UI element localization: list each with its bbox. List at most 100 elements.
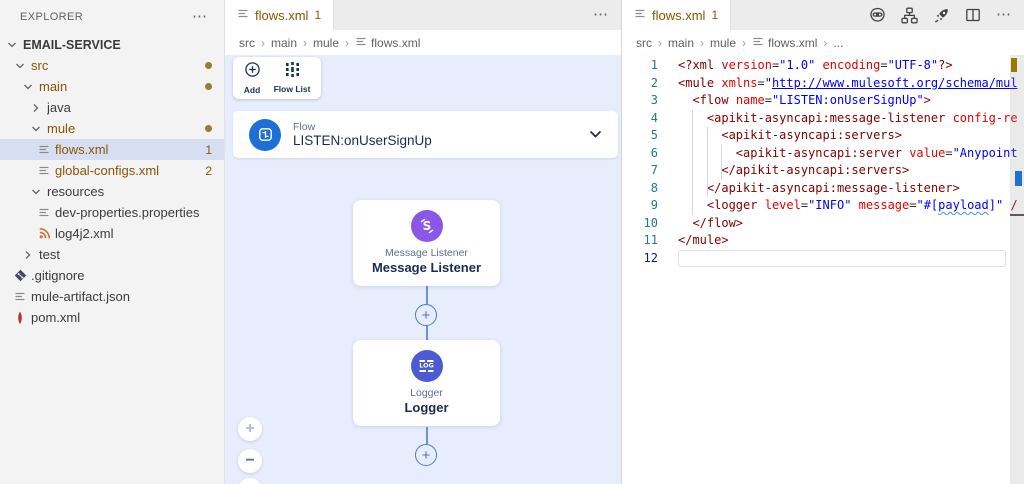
tree-item-dev-properties-properties[interactable]: dev-properties.properties [0,202,224,223]
breadcrumb-label: flows.xml [768,35,818,50]
line-content: <logger level="INFO" message="#[payload]… [706,198,1018,212]
node-logger[interactable]: LOG Logger Logger [353,340,500,426]
tree-item-label: resources [47,184,105,199]
indent-guide [707,127,708,197]
line-number: 6 [650,145,658,160]
code-line-8: 8 </apikit-asyncapi:message-listener> [622,180,1024,198]
tree-item-email-service[interactable]: EMAIL-SERVICE [0,34,224,55]
modified-count-badge: 1 [205,142,212,157]
line-content: <?xml version="1.0" encoding="UTF-8"?> [678,58,953,72]
flow-icon [249,118,281,151]
breadcrumb-separator: › [823,35,828,50]
breadcrumb-separator: › [658,35,662,50]
breadcrumb-item-main[interactable]: main [271,36,297,50]
breadcrumb-item-flows-xml[interactable]: flows.xml [355,35,420,51]
connector-line [426,286,428,304]
tree-item-main[interactable]: main [0,76,224,97]
ruler-cursor-mark [1010,214,1024,216]
breadcrumb-item-src[interactable]: src [239,36,255,50]
split-editor-icon[interactable] [964,6,982,24]
rocket-icon[interactable] [932,6,950,24]
line-content: <flow name="LISTEN:onUserSignUp"> [692,93,931,107]
code-line-3: 3 <flow name="LISTEN:onUserSignUp"> [622,92,1024,110]
tree-item-log4j2-xml[interactable]: log4j2.xml [0,223,224,244]
line-content [678,249,1006,267]
line-number: 4 [650,110,658,125]
code-line-2: 2<mule xmlns="http://www.mulesoft.org/sc… [622,75,1024,93]
breadcrumb-label: flows.xml [371,35,421,50]
line-content: </apikit-asyncapi:message-listener> [706,180,960,195]
code-line-6: 6 <apikit-asyncapi:server value="Anypoin… [622,145,1024,163]
line-number: 5 [650,128,658,142]
chevron-right-icon [20,247,36,263]
tree-item-src[interactable]: src [0,55,224,76]
flow-header-card[interactable]: Flow LISTEN:onUserSignUp [233,111,618,158]
line-number: 10 [643,215,658,230]
connector-line [426,326,428,340]
file-icon [36,142,52,158]
tree-item-mule[interactable]: mule [0,118,224,139]
breadcrumb-separator: › [261,35,265,50]
zoom-in-button[interactable]: + [238,417,262,441]
breadcrumb-item-src[interactable]: src [636,36,652,50]
tree-item-pom-xml[interactable]: pom.xml [0,307,224,328]
node-caption: Message Listener [385,247,468,259]
code-line-10: 10 </flow> [622,215,1024,233]
editor-more-actions-icon[interactable]: ⋯ [593,6,609,23]
breadcrumb-separator: › [700,35,705,50]
ruler-modified-mark [1011,58,1017,72]
line-content: </mule> [678,233,729,247]
line-number: 1 [650,58,658,72]
node-title: Message Listener [371,260,482,275]
tab-label: flows.xml [652,7,706,23]
tree-item-label: log4j2.xml [55,226,114,241]
tree-item-java[interactable]: java [0,97,224,118]
add-component-button[interactable]: + [415,304,437,326]
chevron-down-icon[interactable] [589,130,602,139]
indent-guide [721,145,722,180]
scrollbar[interactable] [1010,55,1024,484]
breadcrumb: src›main›mule›flows.xml [225,30,621,55]
flow-list-button[interactable]: Flow List [274,62,310,94]
copilot-icon[interactable] [868,6,886,24]
line-number: 12 [643,250,658,265]
xml-editor[interactable]: 1 <?xml version="1.0" encoding="UTF-8"?> 2… [622,55,1024,484]
tab-flows-xml-code[interactable]: flows.xml 1 [622,0,732,30]
flow-canvas[interactable]: Add Flow List Flow LISTEN:onUserSignUp S [225,55,621,484]
add-button[interactable]: Add [244,61,261,95]
tree-item-resources[interactable]: resources [0,181,224,202]
file-icon [355,35,367,51]
editor-more-actions-icon[interactable]: ⋯ [996,6,1012,23]
line-number: 7 [650,163,658,177]
breadcrumb-item-mule[interactable]: mule [313,36,339,50]
file-icon [237,7,249,23]
tree-item--gitignore[interactable]: .gitignore [0,265,224,286]
tree-item-mule-artifact-json[interactable]: mule-artifact.json [0,286,224,307]
breadcrumb-item-mule[interactable]: mule [710,36,736,50]
chevron-down-icon [28,121,44,137]
breadcrumb-item--[interactable]: ... [833,36,843,50]
flow-type-label: Flow [293,120,316,133]
modified-count-badge: 2 [205,163,212,178]
tree-item-test[interactable]: test [0,244,224,265]
flow-list-icon [284,62,301,82]
node-message-listener[interactable]: S Message Listener Message Listener [353,200,500,286]
zoom-out-button[interactable]: − [238,449,262,473]
tree-item-label: mule [47,121,76,136]
add-component-button[interactable]: + [415,444,437,466]
tree-item-label: java [47,100,71,115]
tab-flows-xml-designer[interactable]: flows.xml 1 [225,0,335,30]
breadcrumb-item-flows-xml[interactable]: flows.xml [752,35,817,51]
tree-item-label: mule-artifact.json [31,289,130,304]
zoom-reset-button[interactable] [238,478,262,484]
flow-diagram-icon[interactable] [900,6,918,24]
breadcrumb-item-main[interactable]: main [668,36,694,50]
explorer-more-actions-icon[interactable]: ⋯ [192,8,208,25]
node-title: Logger [404,400,449,415]
tab-modified-badge: 1 [314,8,322,22]
